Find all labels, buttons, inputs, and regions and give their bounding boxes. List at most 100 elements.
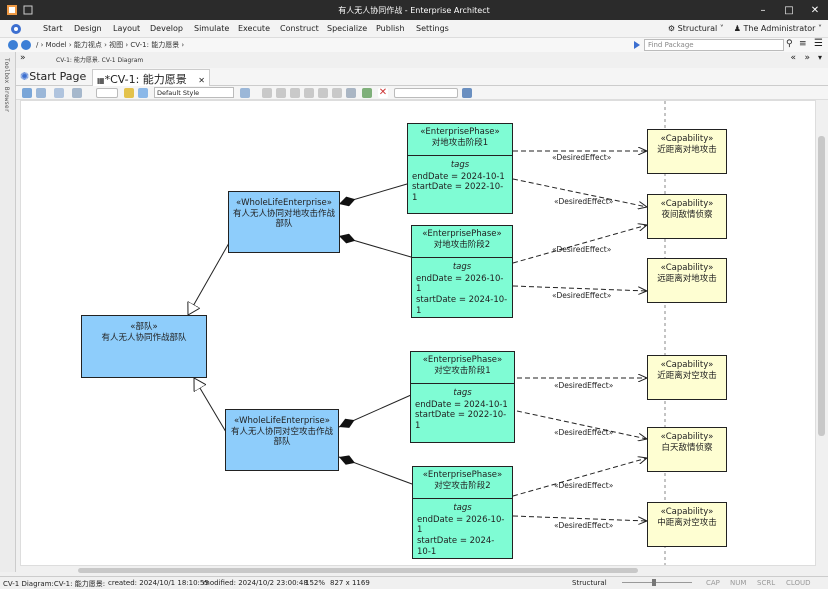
phase-stereotype: «EnterprisePhase» bbox=[422, 355, 503, 365]
maximize-button[interactable]: □ bbox=[784, 4, 794, 16]
menu-layout[interactable]: Layout bbox=[113, 24, 141, 33]
wle-ground-stereotype: «WholeLifeEnterprise» bbox=[236, 198, 332, 208]
toolbox-strip[interactable]: Toolbox Browser bbox=[0, 52, 16, 572]
phase-air-1[interactable]: «EnterprisePhase» 对空攻击阶段1 tags endDate =… bbox=[410, 351, 515, 443]
apply-style-icon[interactable] bbox=[138, 88, 148, 98]
diagram-canvas[interactable]: «部队» 有人无人协同作战部队 «WholeLifeEnterprise» 有人… bbox=[20, 100, 816, 566]
capability-node[interactable]: «Capability» 近距离对地攻击 bbox=[647, 129, 727, 174]
distribute-icon[interactable] bbox=[332, 88, 342, 98]
tags-title: tags bbox=[453, 503, 472, 513]
phase-air-2[interactable]: «EnterprisePhase» 对空攻击阶段2 tags endDate =… bbox=[412, 466, 513, 559]
close-button[interactable]: ✕ bbox=[810, 4, 820, 16]
menu-bar: Start Design Layout Develop Simulate Exe… bbox=[0, 20, 828, 38]
text-color-icon[interactable] bbox=[36, 88, 46, 98]
status-scrl: SCRL bbox=[757, 579, 776, 587]
align-right-icon[interactable] bbox=[290, 88, 300, 98]
capability-stereotype: «Capability» bbox=[660, 432, 714, 442]
menu-execute[interactable]: Execute bbox=[238, 24, 270, 33]
align-top-icon[interactable] bbox=[304, 88, 314, 98]
capability-stereotype: «Capability» bbox=[660, 507, 714, 517]
capability-node[interactable]: «Capability» 近距离对空攻击 bbox=[647, 355, 727, 400]
menu-construct[interactable]: Construct bbox=[280, 24, 319, 33]
desired-effect-label: «DesiredEffect» bbox=[554, 197, 614, 206]
back-icon[interactable] bbox=[8, 40, 18, 50]
menu-simulate[interactable]: Simulate bbox=[194, 24, 230, 33]
tab-list-icon[interactable]: ▾ bbox=[817, 53, 822, 62]
filter-icon[interactable]: ≡ bbox=[799, 39, 807, 49]
minimize-button[interactable]: – bbox=[760, 4, 766, 16]
capability-stereotype: «Capability» bbox=[660, 199, 714, 209]
tab-cv1-diagram[interactable]: ▦*CV-1: 能力愿景 ✕ bbox=[92, 69, 210, 86]
capability-node[interactable]: «Capability» 远距离对地攻击 bbox=[647, 258, 727, 303]
vertical-scrollbar[interactable] bbox=[816, 100, 828, 566]
text-format-icon[interactable] bbox=[240, 88, 250, 98]
tab-scroll-right-icon[interactable]: » bbox=[804, 53, 810, 63]
funnel-icon[interactable] bbox=[462, 88, 472, 98]
menu-start[interactable]: Start bbox=[43, 24, 63, 33]
line-width-select[interactable] bbox=[96, 88, 118, 98]
main-menu-icon[interactable] bbox=[10, 23, 22, 35]
menu-specialize[interactable]: Specialize bbox=[327, 24, 368, 33]
format-painter-icon[interactable] bbox=[124, 88, 134, 98]
tag-end-date: endDate = 2026-10-1 bbox=[417, 514, 505, 536]
delete-icon[interactable]: ✕ bbox=[378, 87, 388, 98]
find-package-input[interactable]: Find Package bbox=[644, 39, 784, 51]
expand-icon[interactable]: » bbox=[20, 53, 26, 63]
wle-ground-name: 有人无人协同对地攻击作战部队 bbox=[233, 208, 336, 230]
tags-title: tags bbox=[453, 388, 472, 398]
menu-design[interactable]: Design bbox=[74, 24, 102, 33]
tab-start-page[interactable]: ✺Start Page bbox=[20, 70, 87, 83]
forward-icon[interactable] bbox=[21, 40, 31, 50]
phase-stereotype: «EnterprisePhase» bbox=[422, 470, 503, 480]
quick-access-icon[interactable] bbox=[22, 4, 34, 16]
wle-ground-node[interactable]: «WholeLifeEnterprise» 有人无人协同对地攻击作战部队 bbox=[228, 191, 340, 253]
search-icon[interactable]: ⚲ bbox=[786, 39, 793, 49]
diagram-subtab[interactable]: CV-1: 能力愿景. CV-1 Diagram bbox=[56, 57, 144, 64]
tab-close-icon[interactable]: ✕ bbox=[198, 76, 205, 85]
menu-develop[interactable]: Develop bbox=[150, 24, 183, 33]
zoom-slider[interactable] bbox=[622, 582, 692, 583]
menu-settings[interactable]: Settings bbox=[416, 24, 449, 33]
horizontal-scroll-thumb[interactable] bbox=[78, 568, 638, 573]
document-tabs: ✺Start Page ▦*CV-1: 能力愿景 ✕ bbox=[16, 68, 828, 86]
diagram-subtabs: » CV-1: 能力愿景. CV-1 Diagram « » ▾ bbox=[16, 52, 828, 66]
phase-ground-1[interactable]: «EnterprisePhase» 对地攻击阶段1 tags endDate =… bbox=[407, 123, 513, 214]
tag-start-date: startDate = 2024-10-1 bbox=[416, 294, 508, 316]
phase-ground-2[interactable]: «EnterprisePhase» 对地攻击阶段2 tags endDate =… bbox=[411, 225, 513, 318]
desired-effect-label: «DesiredEffect» bbox=[554, 481, 614, 490]
style-select[interactable]: Default Style bbox=[154, 87, 234, 98]
line-color-icon[interactable] bbox=[72, 88, 82, 98]
layout-icon[interactable] bbox=[346, 88, 356, 98]
perspective-selector[interactable]: ⚙ Structural ˅ bbox=[667, 24, 724, 33]
toolbox-label[interactable]: Toolbox Browser bbox=[3, 58, 10, 113]
diagram-toolbar: Default Style ✕ bbox=[16, 86, 828, 100]
user-menu[interactable]: ♟ The Administrator ˅ bbox=[733, 24, 822, 33]
capability-node[interactable]: «Capability» 夜间敌情侦察 bbox=[647, 194, 727, 239]
hamburger-icon[interactable]: ☰ bbox=[814, 38, 823, 49]
horizontal-scrollbar[interactable] bbox=[20, 566, 816, 575]
capability-name: 近距离对地攻击 bbox=[657, 144, 717, 155]
font-icon[interactable] bbox=[22, 88, 32, 98]
zoom-slider-thumb[interactable] bbox=[652, 579, 656, 586]
go-icon[interactable] bbox=[633, 40, 641, 50]
menu-publish[interactable]: Publish bbox=[376, 24, 405, 33]
root-unit-node[interactable]: «部队» 有人无人协同作战部队 bbox=[81, 315, 207, 378]
capability-name: 近距离对空攻击 bbox=[657, 370, 717, 381]
same-size-icon[interactable] bbox=[318, 88, 328, 98]
diagram-icon: ▦ bbox=[97, 76, 105, 85]
breadcrumb[interactable]: / › Model › 能力视点 › 视图 › CV-1: 能力愿景 › bbox=[36, 41, 185, 49]
capability-node[interactable]: «Capability» 中距离对空攻击 bbox=[647, 502, 727, 547]
fill-color-icon[interactable] bbox=[54, 88, 64, 98]
wle-air-node[interactable]: «WholeLifeEnterprise» 有人无人协同对空攻击作战部队 bbox=[225, 409, 339, 471]
tags-title: tags bbox=[452, 262, 472, 272]
status-perspective: Structural bbox=[572, 579, 607, 587]
phase-name: 对地攻击阶段2 bbox=[433, 239, 491, 250]
vertical-scroll-thumb[interactable] bbox=[818, 136, 825, 436]
align-left-icon[interactable] bbox=[262, 88, 272, 98]
align-center-icon[interactable] bbox=[276, 88, 286, 98]
capability-node[interactable]: «Capability» 白天敌情侦察 bbox=[647, 427, 727, 472]
root-stereotype: «部队» bbox=[130, 322, 158, 332]
diagram-filter-input[interactable] bbox=[394, 88, 458, 98]
tab-scroll-left-icon[interactable]: « bbox=[790, 53, 796, 63]
zoom-icon[interactable] bbox=[362, 88, 372, 98]
